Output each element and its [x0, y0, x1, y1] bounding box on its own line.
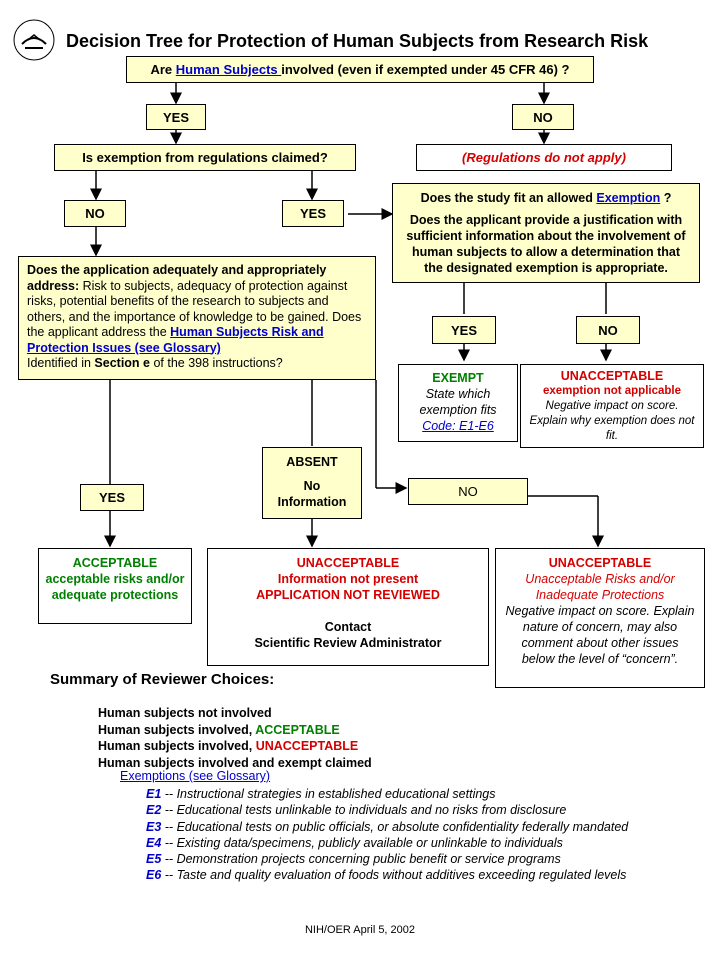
- footer-text: NIH/OER April 5, 2002: [304, 924, 416, 936]
- summary-item-exempt: Human subjects involved and exempt claim…: [98, 755, 372, 770]
- adequacy-section-e: Section e: [94, 356, 150, 370]
- no-label-1: NO: [512, 104, 574, 130]
- unacceptable-exemption-box: UNACCEPTABLE exemption not applicable Ne…: [520, 364, 704, 448]
- unacceptable-risks-box: UNACCEPTABLE Unacceptable Risks and/or I…: [495, 548, 705, 688]
- q1-prefix: Are: [150, 62, 176, 77]
- yes-label-3: YES: [432, 316, 496, 344]
- nih-logo: [12, 18, 56, 62]
- exemption-text: -- Instructional strategies in establish…: [161, 787, 496, 801]
- summary-list: Human subjects not involved Human subjec…: [98, 705, 372, 771]
- absent-no: No: [303, 479, 321, 493]
- exemption-question-suffix: ?: [660, 191, 672, 205]
- unacceptable-exemption-body: Negative impact on score. Explain why ex…: [529, 400, 695, 442]
- adequacy-question-bold: Does the application adequately and appr…: [27, 263, 327, 293]
- acceptable-box: ACCEPTABLE acceptable risks and/or adequ…: [38, 548, 192, 624]
- exempt-title: EXEMPT: [432, 371, 484, 385]
- yes-label-2: YES: [282, 200, 344, 227]
- exemption-e5: E5 -- Demonstration projects concerning …: [146, 851, 628, 867]
- scientific-review-administrator: Scientific Review Administrator: [254, 636, 442, 650]
- exemption-text: -- Demonstration projects concerning pub…: [161, 852, 561, 867]
- exemption-code: E3: [146, 819, 162, 834]
- summary-item-not-involved: Human subjects not involved: [98, 706, 272, 720]
- no-label-2: NO: [64, 200, 126, 227]
- no-label-4: NO: [408, 478, 528, 505]
- exemption-code: E4: [146, 835, 162, 850]
- exemption-e3: E3 -- Educational tests on public offici…: [146, 819, 628, 835]
- exempt-code-link[interactable]: Code: E1-E6: [422, 419, 494, 433]
- exemptions-glossary-link[interactable]: Exemptions (see Glossary): [120, 769, 271, 783]
- exemption-text: -- Existing data/specimens, publicly ava…: [161, 835, 563, 850]
- summary-involved-text: Human subjects involved,: [98, 722, 256, 737]
- application-not-reviewed: APPLICATION NOT REVIEWED: [256, 588, 440, 602]
- summary-acceptable: ACCEPTABLE: [255, 722, 340, 737]
- exemption-code: E1: [146, 787, 162, 801]
- exempt-state-which: State which exemption fits: [419, 387, 497, 417]
- regulations-not-apply: (Regulations do not apply): [416, 144, 672, 171]
- acceptable-body: acceptable risks and/or adequate protect…: [45, 572, 185, 602]
- adequacy-identified-text: Identified in: [27, 356, 95, 370]
- summary-item-acceptable: Human subjects involved, ACCEPTABLE: [98, 722, 372, 739]
- exempt-box: EXEMPT State which exemption fits Code: …: [398, 364, 518, 442]
- unacceptable-no-info-title: UNACCEPTABLE: [296, 556, 400, 570]
- absent-title: ABSENT: [286, 455, 338, 469]
- exemption-e4: E4 -- Existing data/specimens, publicly …: [146, 835, 628, 851]
- summary-item-unacceptable: Human subjects involved, UNACCEPTABLE: [98, 738, 372, 755]
- exemption-question-box: Does the study fit an allowed Exemption …: [392, 183, 700, 283]
- question-exemption-claimed: Is exemption from regulations claimed?: [54, 144, 356, 171]
- q1-suffix: involved (even if exempted under 45 CFR …: [281, 62, 570, 77]
- unacceptable-risks-body: Negative impact on score. Explain nature…: [505, 604, 695, 666]
- exemption-question-prefix: Does the study fit an allowed: [420, 191, 597, 205]
- summary-unacceptable: UNACCEPTABLE: [255, 739, 359, 753]
- exemption-code: E6: [146, 868, 162, 883]
- exemption-text: -- Educational tests on public officials…: [161, 819, 629, 834]
- exemption-question-line1: Does the study fit an allowed Exemption …: [401, 190, 691, 206]
- unacceptable-risks-title: UNACCEPTABLE: [548, 556, 652, 570]
- question-human-subjects: Are Human Subjects involved (even if exe…: [126, 56, 594, 83]
- page-title: Decision Tree for Protection of Human Su…: [66, 31, 649, 51]
- summary-involved-text: Human subjects involved,: [98, 739, 256, 753]
- exemption-text: -- Taste and quality evaluation of foods…: [161, 868, 627, 883]
- human-subjects-risk-link[interactable]: Human Subjects Risk and Protection Issue…: [27, 325, 324, 355]
- adequacy-question-text: Risk to subjects, adequacy of protection…: [27, 278, 362, 340]
- unacceptable-risks-sub: Unacceptable Risks and/or Inadequate Pro…: [525, 572, 675, 602]
- exemption-justification-text: Does the applicant provide a justificati…: [406, 213, 686, 275]
- exemption-list: E1 -- Instructional strategies in establ…: [146, 786, 628, 884]
- no-label-3: NO: [576, 316, 640, 344]
- absent-information: Information: [277, 495, 347, 509]
- exemption-code: E5: [146, 852, 162, 867]
- exemption-e2: E2 -- Educational tests unlinkable to in…: [146, 802, 628, 818]
- unacceptable-exemption-sub: exemption not applicable: [542, 385, 682, 397]
- human-subjects-link[interactable]: Human Subjects: [175, 62, 282, 77]
- exemption-e1: E1 -- Instructional strategies in establ…: [146, 786, 628, 802]
- unacceptable-no-info-box: UNACCEPTABLE Information not present APP…: [207, 548, 489, 666]
- info-not-present: Information not present: [277, 572, 419, 586]
- adequacy-instructions-text: of the 398 instructions?: [150, 356, 283, 370]
- exemption-e6: E6 -- Taste and quality evaluation of fo…: [146, 867, 628, 883]
- yes-label-1: YES: [146, 104, 206, 130]
- summary-heading: Summary of Reviewer Choices:: [50, 671, 275, 688]
- exemption-code: E2: [146, 803, 162, 818]
- unacceptable-exemption-title: UNACCEPTABLE: [560, 369, 664, 383]
- contact-text: Contact: [324, 620, 372, 634]
- adequacy-question-box: Does the application adequately and appr…: [18, 256, 376, 380]
- acceptable-title: ACCEPTABLE: [72, 556, 158, 570]
- nih-seal-icon: [13, 19, 55, 61]
- yes-label-4: YES: [80, 484, 144, 511]
- absent-box: ABSENT No Information: [262, 447, 362, 519]
- exemption-text: -- Educational tests unlinkable to indiv…: [161, 803, 567, 818]
- exemption-link[interactable]: Exemption: [596, 191, 661, 205]
